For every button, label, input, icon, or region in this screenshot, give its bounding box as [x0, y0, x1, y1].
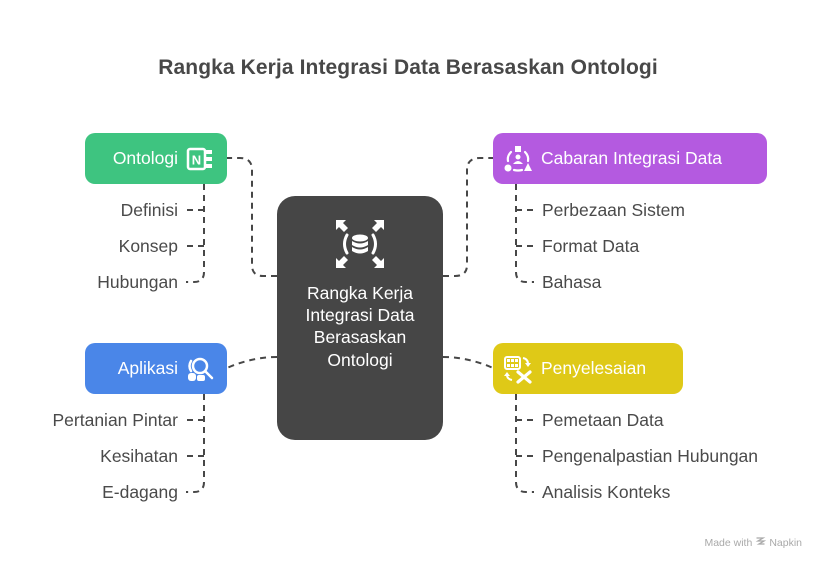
leaf-pertanian-pintar: Pertanian Pintar: [52, 410, 179, 430]
branch-penyelesaian-label: Penyelesaian: [541, 358, 647, 378]
branch-cabaran[interactable]: Cabaran Integrasi Data: [493, 133, 767, 184]
made-with-label: Made with: [704, 537, 753, 549]
leaf-konsep: Konsep: [118, 236, 178, 256]
branch-ontologi-label: Ontologi: [112, 148, 178, 168]
connector-center-aplikasi: [226, 356, 278, 369]
leaf-hubungan: Hubungan: [97, 272, 178, 292]
branch-penyelesaian[interactable]: Penyelesaian: [493, 343, 683, 394]
diagram-title: Rangka Kerja Integrasi Data Berasaskan O…: [158, 56, 658, 79]
branch-ontologi[interactable]: Ontologi N: [85, 133, 227, 184]
leaf-pemetaan-data: Pemetaan Data: [542, 410, 664, 430]
napkin-logo-icon: [755, 536, 767, 550]
database-expand-icon: [332, 216, 388, 272]
leaf-definisi: Definisi: [120, 200, 178, 220]
table-exchange-icon: [503, 354, 533, 384]
connector-center-ontologi: [227, 157, 277, 277]
onenote-notebook-icon: N: [185, 144, 215, 174]
leaf-kesihatan: Kesihatan: [100, 446, 178, 466]
connector-center-penyelesaian: [442, 356, 494, 369]
leaf-format-data: Format Data: [542, 236, 640, 256]
connector-aplikasi-trunk: [186, 394, 205, 493]
branch-aplikasi[interactable]: Aplikasi: [85, 343, 227, 394]
leaf-e-dagang: E-dagang: [102, 482, 178, 502]
made-with-napkin[interactable]: Made with Napkin: [704, 536, 802, 550]
leaf-perbezaan-sistem: Perbezaan Sistem: [542, 200, 685, 220]
leaf-bahasa: Bahasa: [542, 272, 602, 292]
connector-penyelesaian-trunk: [515, 394, 534, 493]
connector-cabaran-trunk: [515, 184, 534, 283]
leaf-analisis-konteks: Analisis Konteks: [542, 482, 671, 502]
branch-cabaran-label: Cabaran Integrasi Data: [541, 148, 722, 168]
branch-aplikasi-label: Aplikasi: [117, 358, 178, 378]
leaf-pengenalpastian-hubungan: Pengenalpastian Hubungan: [542, 446, 759, 466]
center-label: Rangka Kerja Integrasi Data Berasaskan O…: [305, 283, 415, 370]
connector-center-cabaran: [443, 157, 493, 277]
center-node[interactable]: Rangka Kerja Integrasi Data Berasaskan O…: [277, 196, 443, 440]
search-shapes-icon: [185, 354, 215, 384]
napkin-brand: Napkin: [769, 537, 802, 549]
svg-text:N: N: [192, 152, 201, 167]
shapes-user-cycle-icon: [503, 144, 533, 174]
connector-ontologi-trunk: [186, 184, 205, 283]
